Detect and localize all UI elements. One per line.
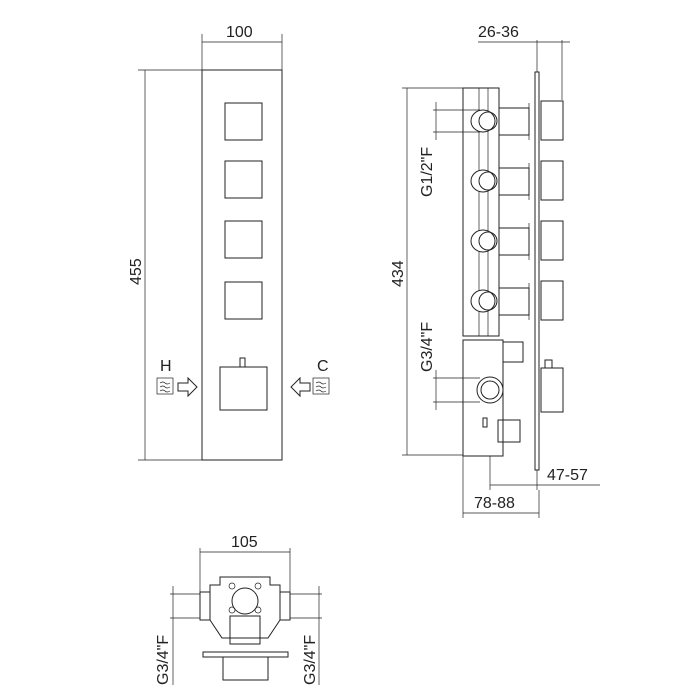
height-label: 455 [128,258,145,285]
right-thread-label: G3/4"F [302,635,319,685]
knob-indicator [239,357,246,368]
thermostat-knob-side [540,367,564,413]
cold-arrow-icon [290,376,311,398]
width-label: 100 [226,24,253,41]
outlet-thread-label: G1/2"F [419,147,436,197]
outlet-button [224,160,263,199]
front-view: 100 455 H C [128,24,330,461]
mixer-body [462,339,504,457]
right-inlet [279,591,291,621]
side-view: 26-36 434 G1/2"F G3/4"F 47-57 78-88 [390,24,600,518]
outlet-button [224,220,263,259]
total-depth-label: 78-88 [474,495,515,512]
dimension-height-side: 434 [390,87,463,456]
cover-plate [534,71,540,471]
dimension-width: 100 [201,24,283,70]
hot-label: H [160,358,172,375]
hot-arrow-icon [177,376,198,398]
mid-depth-label: 47-57 [547,467,588,484]
cold-water-icon [312,377,330,395]
bottom-width-label: 105 [231,534,258,551]
outlet-cartridges [470,100,564,321]
dimension-plate-depth: 26-36 [478,24,570,100]
cartridge-port [231,587,259,615]
dimension-right-thread: G3/4"F [290,586,322,685]
left-inlet [199,591,211,621]
cold-label: C [317,358,329,375]
side-height-label: 434 [390,260,407,287]
front-plate [201,69,283,461]
dimension-height: 455 [128,69,202,461]
valve-body [462,87,500,337]
dimension-left-thread: G3/4"F [155,586,200,685]
bottom-plate [202,651,289,658]
dimension-bottom-width: 105 [199,534,291,592]
bottom-view: 105 G3/4"F G3/4"F [155,534,322,685]
thermostat-knob [219,366,268,411]
dimension-mid-depth: 47-57 [489,456,600,490]
hot-water-icon [156,377,174,395]
dimension-total-depth: 78-88 [462,456,540,518]
plate-depth-label: 26-36 [478,24,519,41]
dimension-outlet-thread: G1/2"F [419,102,480,197]
outlet-button [224,281,263,320]
outlet-button [224,102,263,141]
dimension-inlet-thread: G3/4"F [419,322,480,410]
inlet-thread-label: G3/4"F [419,322,436,372]
bottom-knob [222,656,269,681]
left-thread-label: G3/4"F [155,635,172,685]
